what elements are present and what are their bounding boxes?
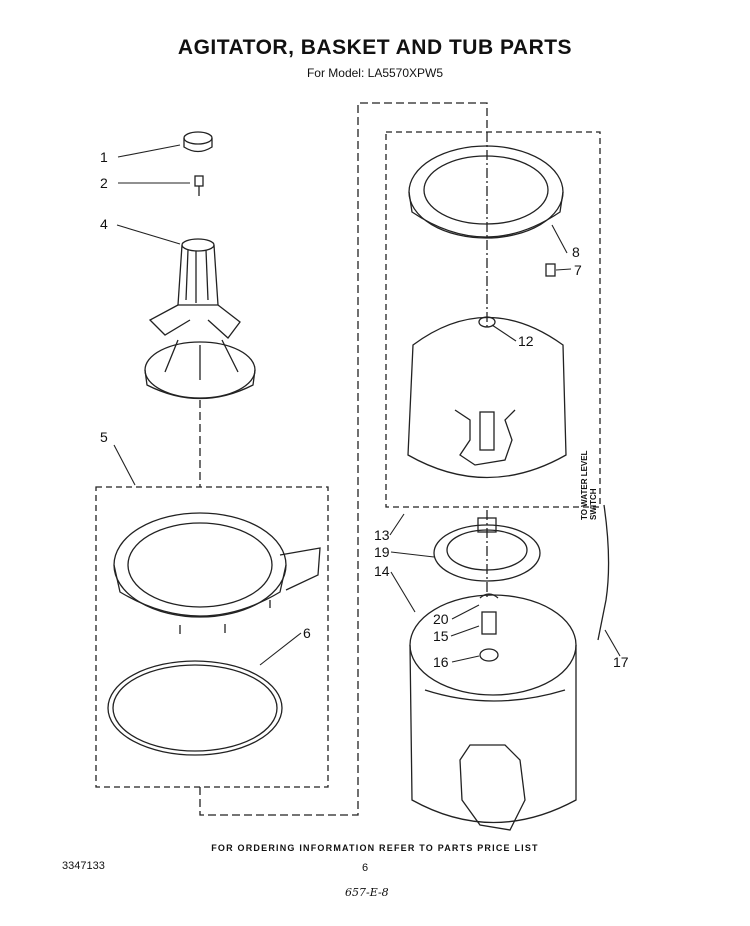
callout-6: 6 — [303, 625, 311, 641]
water-level-label-line2: SWITCH — [589, 488, 598, 520]
model-subtitle: For Model: LA5570XPW5 — [306, 66, 444, 80]
drive-block-part — [433, 517, 541, 582]
basket-group-box — [385, 131, 601, 508]
page-title: AGITATOR, BASKET AND TUB PARTS — [177, 36, 573, 59]
seal-ring-group-box — [95, 486, 329, 788]
water-level-label-line1: TO WATER LEVEL — [580, 450, 589, 520]
callout-15: 15 — [433, 628, 449, 644]
water-level-switch-label: TO WATER LEVEL SWITCH — [580, 451, 598, 520]
spin-basket-part — [407, 316, 567, 479]
callout-20: 20 — [433, 611, 449, 627]
ring-clip-part — [545, 263, 556, 277]
tub-ring-part — [113, 512, 321, 634]
hub-nut-part — [479, 593, 499, 662]
document-number: 3347133 — [62, 860, 105, 872]
callout-17: 17 — [613, 654, 629, 670]
callout-16: 16 — [433, 654, 449, 670]
ordering-note: FOR ORDERING INFORMATION REFER TO PARTS … — [211, 843, 539, 853]
agitator-bolt-part — [194, 175, 204, 196]
assembly-line-right — [199, 102, 488, 816]
air-hose-part — [597, 504, 610, 641]
callout-19: 19 — [374, 544, 390, 560]
agitator-cap-part — [183, 131, 213, 153]
callout-2: 2 — [100, 175, 108, 191]
callout-7: 7 — [574, 262, 582, 278]
callout-8: 8 — [572, 244, 580, 260]
balance-ring-part — [408, 145, 564, 239]
callout-4: 4 — [100, 216, 108, 232]
callout-5: 5 — [100, 429, 108, 445]
callout-13: 13 — [374, 527, 390, 543]
callout-14: 14 — [374, 563, 390, 579]
gasket-part — [107, 660, 283, 756]
agitator-part — [144, 238, 256, 400]
page-number: 6 — [362, 862, 369, 874]
callout-12: 12 — [518, 333, 534, 349]
handwritten-note: 657-E-8 — [345, 886, 389, 899]
callout-1: 1 — [100, 149, 108, 165]
